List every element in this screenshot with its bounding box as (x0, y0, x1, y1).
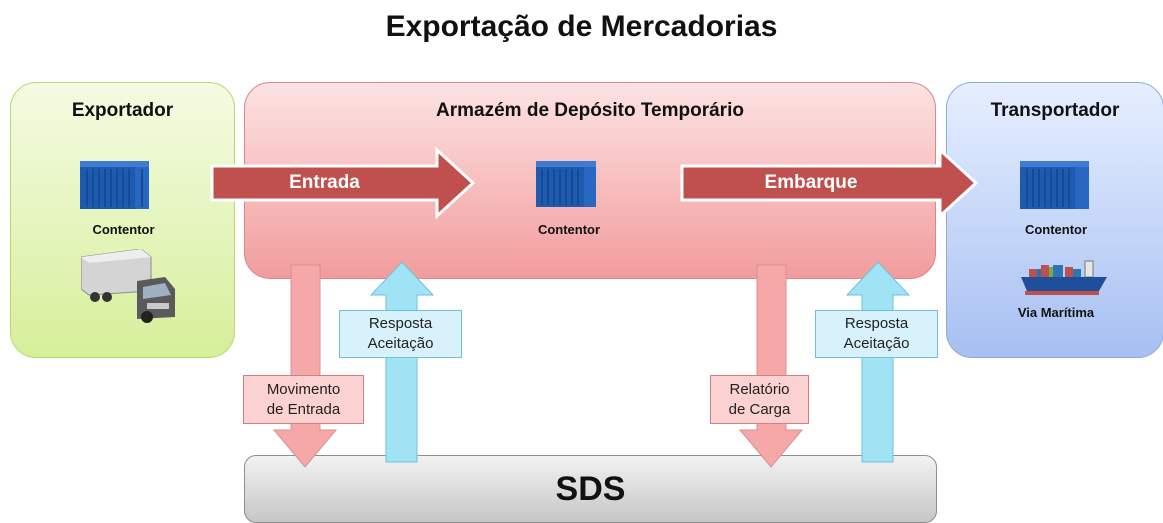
transportador-box: Transportador Contentor Via Marítima (946, 82, 1163, 358)
relatorio-carga-callout: Relatório de Carga (710, 375, 809, 424)
callout-line: de Entrada (266, 400, 341, 418)
callout-line: Relatório (729, 380, 790, 398)
ship-icon (1021, 260, 1107, 295)
callout-line: Aceitação (367, 335, 434, 352)
container-icon (536, 161, 596, 207)
transportador-title: Transportador (990, 100, 1120, 121)
embarque-label: Embarque (764, 172, 858, 193)
movimento-arrow (272, 264, 338, 468)
callout-line: Movimento (266, 380, 341, 398)
container-icon (1020, 161, 1089, 209)
resposta-arrow-2 (845, 261, 911, 463)
entrada-arrow (210, 146, 476, 220)
callout-line: Resposta (368, 315, 433, 332)
armazem-container-label: Contentor (537, 222, 601, 237)
transportador-container-label: Contentor (1024, 222, 1088, 237)
callout-line: Aceitação (843, 335, 910, 352)
exportador-title: Exportador (71, 100, 174, 121)
truck-icon (81, 249, 175, 323)
entrada-label: Entrada (289, 172, 360, 193)
embarque-arrow (680, 146, 979, 220)
container-icon (80, 161, 149, 209)
relatorio-arrow (738, 264, 804, 468)
exportador-box: Exportador Contentor (10, 82, 235, 358)
callout-line: de Carga (728, 400, 791, 418)
armazem-title: Armazém de Depósito Temporário (436, 100, 744, 121)
movimento-entrada-callout: Movimento de Entrada (243, 375, 364, 424)
callout-line: Resposta (844, 315, 909, 332)
resposta-arrow-1 (369, 261, 435, 463)
exportador-container-label: Contentor (92, 222, 155, 237)
diagram-title: Exportação de Mercadorias (385, 10, 778, 43)
sds-label: SDS (555, 470, 626, 508)
sds-box: SDS (244, 455, 937, 523)
ship-label: Via Marítima (1017, 305, 1095, 320)
